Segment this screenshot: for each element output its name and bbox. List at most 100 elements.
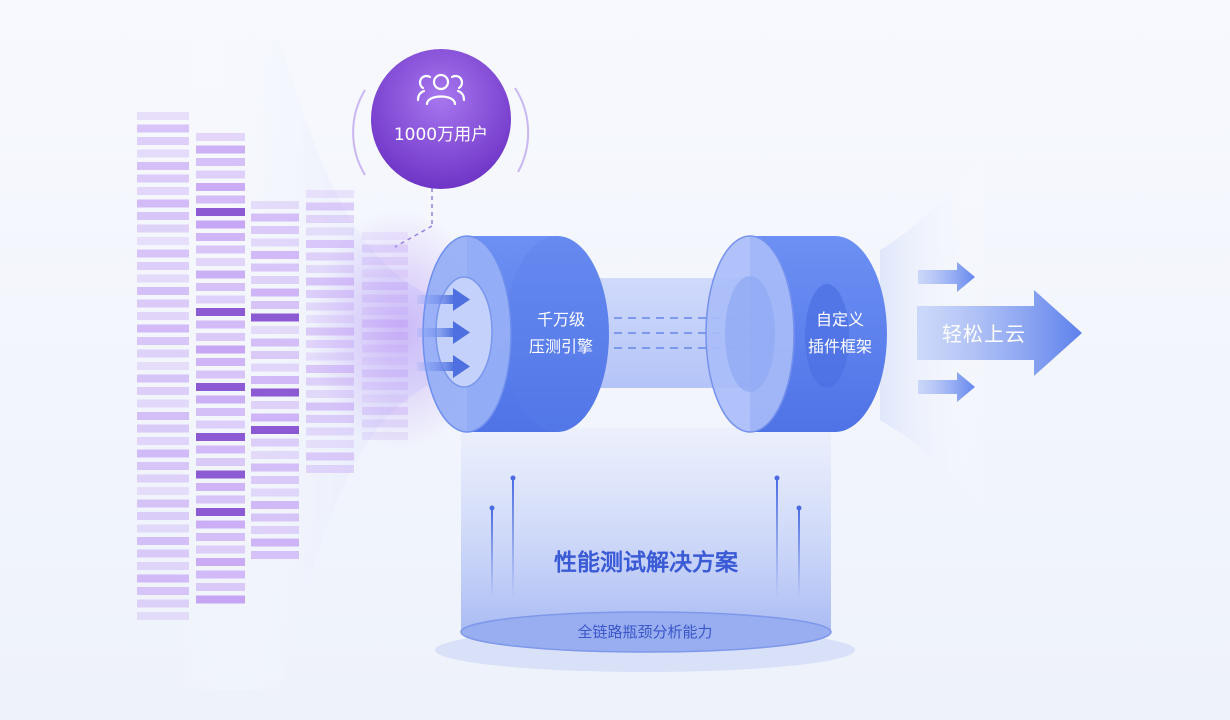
- traffic-bar: [362, 294, 408, 303]
- traffic-bar: [137, 462, 189, 470]
- traffic-bar: [251, 376, 299, 384]
- traffic-bar: [196, 370, 245, 379]
- user-traffic-bars: [137, 112, 408, 620]
- traffic-bar: [137, 299, 189, 308]
- traffic-bar: [306, 390, 354, 398]
- engine-label-line2: 压测引擎: [528, 337, 593, 356]
- traffic-bar: [196, 270, 245, 279]
- traffic-bar: [362, 332, 408, 340]
- traffic-bar: [196, 295, 245, 304]
- traffic-bar: [251, 438, 299, 447]
- tank-line-dot: [489, 505, 495, 511]
- traffic-bar: [362, 432, 408, 440]
- incoming-arrow: [417, 355, 470, 378]
- traffic-bar: [137, 149, 189, 158]
- traffic-bar: [362, 344, 408, 353]
- cloud-arrow: [917, 290, 1082, 376]
- users-circle: [371, 49, 511, 189]
- traffic-bar: [251, 426, 299, 434]
- traffic-bar: [196, 570, 245, 579]
- traffic-bar: [137, 537, 189, 545]
- plugin-label-line1: 自定义: [815, 310, 864, 329]
- traffic-bar: [137, 174, 189, 183]
- capability-label: 全链路瓶颈分析能力: [577, 623, 713, 641]
- traffic-bar: [196, 245, 245, 254]
- traffic-bar: [137, 287, 189, 295]
- traffic-bar: [306, 290, 354, 298]
- traffic-bar: [251, 238, 299, 247]
- traffic-bar: [306, 440, 354, 448]
- traffic-bar: [362, 407, 408, 415]
- traffic-bar: [306, 452, 354, 461]
- traffic-bar: [137, 449, 189, 458]
- traffic-bar: [306, 377, 354, 386]
- traffic-bar: [137, 612, 189, 620]
- traffic-bar: [196, 433, 245, 441]
- solution-tank: [461, 428, 831, 632]
- traffic-bar: [137, 562, 189, 570]
- traffic-bar: [251, 463, 299, 472]
- traffic-bar: [251, 476, 299, 484]
- traffic-bar: [196, 170, 245, 179]
- traffic-bar: [137, 162, 189, 170]
- traffic-bar: [362, 394, 408, 403]
- traffic-bar: [137, 137, 189, 145]
- output-arrow-small: [918, 372, 975, 402]
- traffic-bar: [196, 133, 245, 141]
- traffic-bar: [196, 520, 245, 529]
- tank-line-dot: [510, 475, 516, 481]
- traffic-bar: [251, 513, 299, 522]
- traffic-bar: [196, 383, 245, 391]
- traffic-bar: [306, 365, 354, 373]
- tank-line: [491, 508, 493, 598]
- traffic-bar: [251, 526, 299, 534]
- users-connector-line-diag: [394, 225, 433, 248]
- traffic-bar: [137, 474, 189, 483]
- traffic-bar: [306, 302, 354, 311]
- traffic-bar: [137, 487, 189, 495]
- traffic-bar: [196, 595, 245, 604]
- traffic-bar: [196, 470, 245, 479]
- traffic-bar: [137, 412, 189, 420]
- traffic-bar: [196, 145, 245, 154]
- traffic-bar: [137, 337, 189, 345]
- traffic-bar: [137, 312, 189, 320]
- traffic-bar: [306, 465, 354, 473]
- users-orbit-arc: [352, 89, 366, 176]
- tank-line-dot: [774, 475, 780, 481]
- plugin-label-line2: 插件框架: [807, 337, 872, 356]
- traffic-bar: [196, 583, 245, 591]
- traffic-bar: [251, 226, 299, 234]
- traffic-bar: [196, 395, 245, 404]
- traffic-bar: [137, 599, 189, 608]
- traffic-bar: [306, 315, 354, 323]
- traffic-bar: [196, 445, 245, 454]
- traffic-bar: [306, 415, 354, 423]
- traffic-bar: [251, 401, 299, 409]
- tank-line: [776, 478, 778, 598]
- traffic-bar: [362, 232, 408, 240]
- traffic-bar: [137, 349, 189, 358]
- traffic-bar: [137, 199, 189, 208]
- solution-title: 性能测试解决方案: [554, 550, 738, 576]
- traffic-bar: [251, 488, 299, 497]
- traffic-bar: [137, 574, 189, 583]
- traffic-bar: [251, 313, 299, 322]
- tank-line: [798, 508, 800, 598]
- traffic-bar: [196, 258, 245, 266]
- traffic-bar: [251, 413, 299, 422]
- traffic-bar: [306, 340, 354, 348]
- solution-tank-base: [460, 611, 832, 653]
- traffic-bar: [196, 183, 245, 191]
- traffic-bar: [251, 451, 299, 459]
- traffic-bar: [196, 333, 245, 341]
- traffic-bar: [137, 437, 189, 445]
- traffic-bar: [196, 408, 245, 416]
- traffic-bar: [137, 399, 189, 408]
- traffic-bar: [196, 558, 245, 566]
- tank-line-dot: [796, 505, 802, 511]
- traffic-bar: [306, 277, 354, 286]
- traffic-bar: [306, 227, 354, 236]
- traffic-bar: [306, 427, 354, 436]
- traffic-bar: [251, 263, 299, 272]
